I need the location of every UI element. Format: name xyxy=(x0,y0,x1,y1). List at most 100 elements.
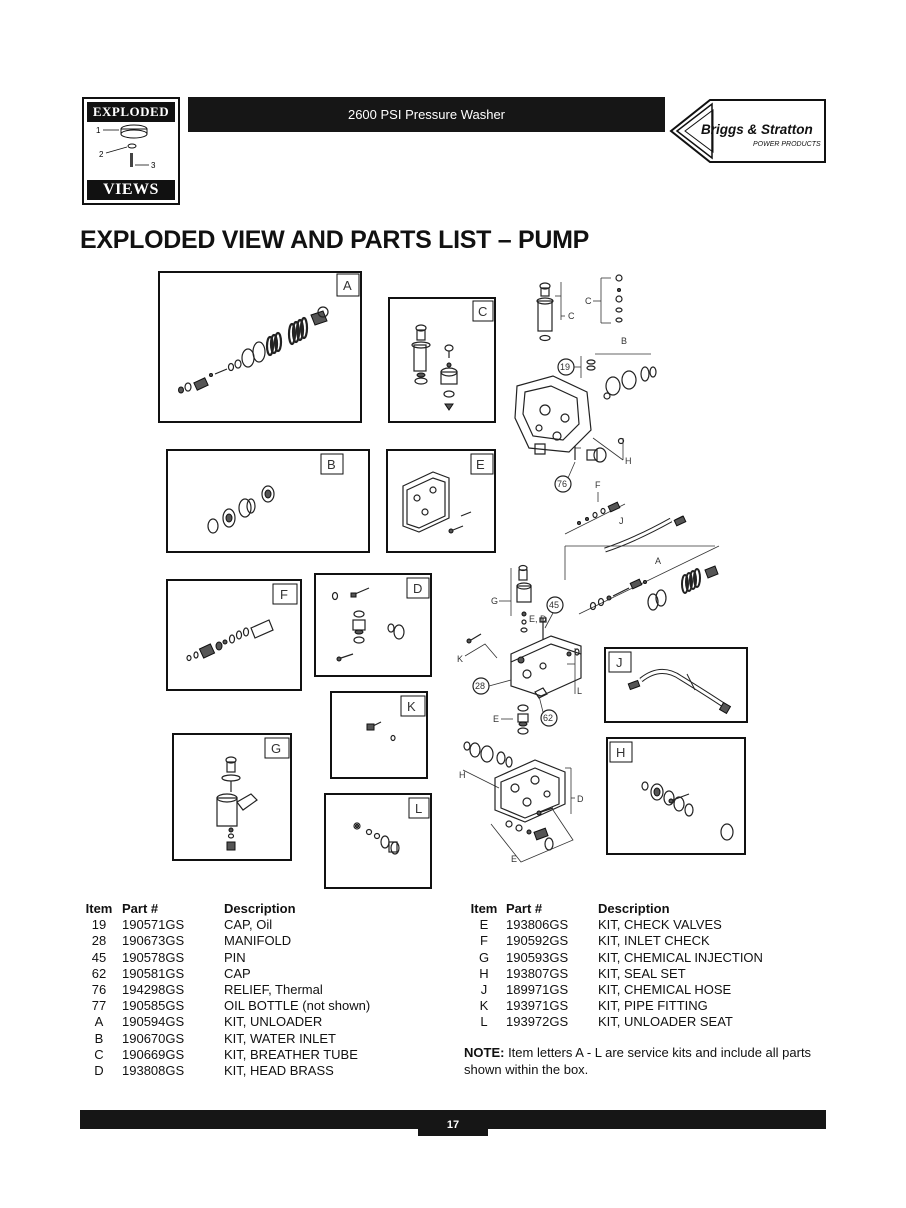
kit-box-l-tag: L xyxy=(415,801,422,816)
item-cell: K xyxy=(479,998,489,1014)
description-cell: KIT, INLET CHECK xyxy=(598,933,710,949)
unloader-chain xyxy=(589,565,719,611)
description-cell: KIT, PIPE FITTING xyxy=(598,998,708,1014)
main-label-d-lower: D xyxy=(577,794,584,804)
part-cell: 193806GS xyxy=(506,917,569,933)
kit-box-a-tag: A xyxy=(343,278,352,293)
parts-table-left: Item Part # Description 19 190571GS CAP, O… xyxy=(82,901,424,1079)
table-row: 19 190571GS CAP, Oil xyxy=(82,917,424,933)
table-row: 28 190673GS MANIFOLD xyxy=(82,933,424,949)
item-cell: 77 xyxy=(91,998,107,1014)
description-cell: KIT, BREATHER TUBE xyxy=(224,1046,358,1062)
item-cell: 45 xyxy=(91,949,107,965)
main-label-h-lower: H xyxy=(459,770,466,780)
header-part: Part # xyxy=(506,901,543,916)
part-cell: 190578GS xyxy=(122,949,185,965)
part-cell: 190593GS xyxy=(506,949,569,965)
description-cell: CAP xyxy=(224,965,251,981)
kit-box-f: F xyxy=(166,579,302,691)
item-cell: 76 xyxy=(91,982,107,998)
item-cell: J xyxy=(480,982,488,998)
description-cell: KIT, CHECK VALVES xyxy=(598,917,722,933)
part-cell: 190670GS xyxy=(122,1030,185,1046)
main-label-j: J xyxy=(619,516,624,526)
kit-box-d: E xyxy=(386,449,496,553)
item-cell: B xyxy=(94,1030,104,1046)
description-cell: CAP, Oil xyxy=(224,917,273,933)
logo-callout-3: 3 xyxy=(151,161,156,170)
main-label-e-lower: E xyxy=(511,854,517,864)
part-cell: 193807GS xyxy=(506,965,569,981)
brand-subtitle: POWER PRODUCTS xyxy=(753,141,821,148)
callout-62: 62 xyxy=(543,713,553,723)
logo-parts-illustration: 1 2 3 xyxy=(96,124,156,170)
exploded-views-logo: EXPLODED 1 2 3 VIEWS xyxy=(82,97,180,205)
part-cell: 193971GS xyxy=(506,998,569,1014)
main-pump-assembly-upper: C C B 19 H xyxy=(514,274,657,493)
item-cell: 19 xyxy=(91,917,107,933)
part-cell: 190571GS xyxy=(122,917,185,933)
main-label-e-middle: E xyxy=(493,714,499,724)
main-label-c-lower: C xyxy=(568,311,575,321)
callout-19: 19 xyxy=(560,362,570,372)
main-label-k: K xyxy=(457,654,463,664)
part-cell: 190592GS xyxy=(506,933,569,949)
description-cell: KIT, WATER INLET xyxy=(224,1030,336,1046)
kit-box-b-tag: B xyxy=(327,457,336,472)
inlet-check-chain xyxy=(577,501,621,525)
item-cell: F xyxy=(480,933,488,949)
description-cell: KIT, HEAD BRASS xyxy=(224,1063,334,1079)
part-cell: 194298GS xyxy=(122,982,185,998)
parts-table-header: Item Part # Description xyxy=(82,901,424,917)
kit-box-g-tag: G xyxy=(271,741,281,756)
main-manifold-assembly: G E, D 45 K L 28 62 E xyxy=(457,564,584,864)
header-part: Part # xyxy=(122,901,159,916)
callout-28: 28 xyxy=(475,681,485,691)
kit-box-d-tag: E xyxy=(476,457,485,472)
part-cell: 190669GS xyxy=(122,1046,185,1062)
item-cell: 62 xyxy=(91,965,107,981)
kit-box-h-tag: H xyxy=(616,745,625,760)
item-cell: 28 xyxy=(91,933,107,949)
logo-callout-2: 2 xyxy=(99,150,104,159)
document-title-bar: 2600 PSI Pressure Washer xyxy=(188,97,665,132)
main-label-c-upper: C xyxy=(585,296,592,306)
item-cell: D xyxy=(94,1063,104,1079)
description-cell: KIT, SEAL SET xyxy=(598,965,686,981)
part-cell: 190585GS xyxy=(122,998,185,1014)
description-cell: RELIEF, Thermal xyxy=(224,982,323,998)
main-label-h-upper: H xyxy=(625,456,632,466)
table-row: K 193971GS KIT, PIPE FITTING xyxy=(466,998,818,1014)
kit-box-c-tag: C xyxy=(478,304,487,319)
description-cell: OIL BOTTLE (not shown) xyxy=(224,998,371,1014)
part-cell: 190673GS xyxy=(122,933,185,949)
description-cell: KIT, CHEMICAL HOSE xyxy=(598,982,732,998)
callout-45: 45 xyxy=(549,600,559,610)
exploded-pump-diagram: A C xyxy=(158,271,748,889)
main-label-b: B xyxy=(621,336,627,346)
kit-box-j: J xyxy=(604,647,748,723)
page-heading: EXPLODED VIEW AND PARTS LIST – PUMP xyxy=(80,226,589,254)
header-item: Item xyxy=(470,901,498,916)
service-kit-note: NOTE: Item letters A - L are service kit… xyxy=(464,1044,824,1078)
kit-box-k-tag: K xyxy=(407,699,416,714)
kit-box-e: D xyxy=(314,573,432,677)
description-cell: MANIFOLD xyxy=(224,933,292,949)
item-cell: G xyxy=(478,949,490,965)
kit-box-g: G xyxy=(172,733,292,861)
note-text: Item letters A - L are service kits and … xyxy=(464,1045,812,1077)
header-item: Item xyxy=(85,901,113,916)
kit-box-l: L xyxy=(324,793,432,889)
parts-table-header: Item Part # Description xyxy=(466,901,818,917)
note-label: NOTE: xyxy=(464,1045,505,1060)
table-row: 77 190585GS OIL BOTTLE (not shown) xyxy=(82,998,424,1014)
header-description: Description xyxy=(224,901,296,916)
table-row: 76 194298GS RELIEF, Thermal xyxy=(82,982,424,998)
